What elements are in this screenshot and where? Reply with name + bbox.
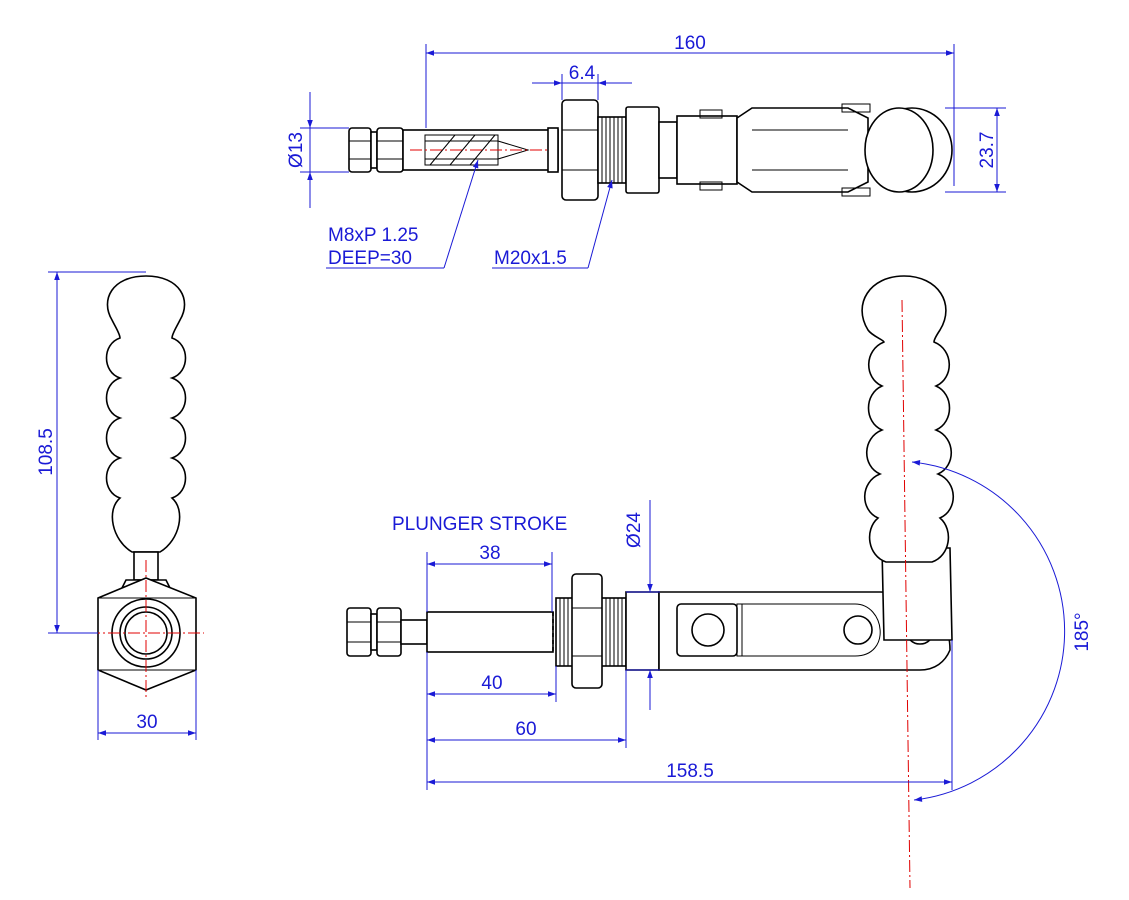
dim-label-158-5: 158.5 [666, 761, 714, 782]
side-link-pin [691, 613, 725, 647]
top-lever-arm [736, 107, 869, 193]
dim-label-40: 40 [481, 673, 502, 694]
side-plunger-shaft [426, 611, 554, 653]
side-handle-grip [861, 275, 954, 563]
side-body-hex-nut [571, 573, 603, 689]
top-view: 160 6.4 Ø13 23.7 M8xP 1.25 DEEP=30 M20x1… [286, 33, 1006, 269]
dim-label-23-7: 23.7 [977, 132, 998, 169]
dim-label-160: 160 [674, 33, 706, 54]
dim-label-108-5: 108.5 [36, 428, 57, 476]
body-thread-callout: M20x1.5 [494, 248, 567, 269]
dim-label-30: 30 [136, 712, 157, 733]
end-view: 108.5 30 [36, 271, 204, 740]
dim-label-dia-13: Ø13 [286, 132, 307, 168]
dim-label-6-4: 6.4 [569, 63, 596, 84]
top-body-hex-nut [561, 99, 599, 201]
dim-label-38: 38 [479, 543, 500, 564]
top-linkage [676, 115, 738, 185]
plunger-stroke-title: PLUNGER STROKE [392, 514, 567, 535]
dim-label-185-deg: 185° [1072, 612, 1093, 651]
end-handle-grip [105, 275, 187, 553]
handle-centerline [901, 299, 911, 889]
dim-label-dia-24: Ø24 [624, 512, 645, 548]
top-shaft-collar [547, 127, 559, 173]
top-end-collar [376, 127, 404, 173]
side-end-collar [376, 607, 402, 657]
thread-callout-line1: M8xP 1.25 [328, 225, 418, 246]
top-end-hex-nut [348, 127, 372, 173]
top-body-flange [625, 106, 660, 194]
top-handle-knob [864, 107, 934, 193]
side-body-flange [625, 591, 660, 671]
dim-arc-185 [911, 460, 1066, 802]
top-end-washer [370, 131, 378, 169]
dim-label-60: 60 [515, 719, 536, 740]
thread-callout-line2: DEEP=30 [328, 248, 412, 269]
side-view: PLUNGER STROKE 38 Ø24 40 60 158.5 185° [346, 275, 1093, 889]
side-end-hex-nut [346, 607, 372, 657]
side-pivot-pin [843, 615, 873, 645]
